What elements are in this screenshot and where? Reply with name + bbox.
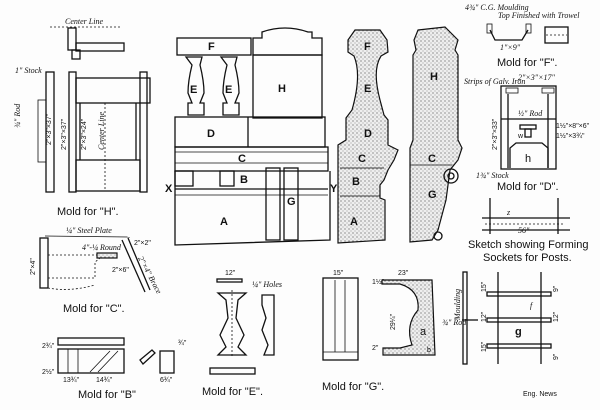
dim-label: 23"	[398, 270, 409, 277]
label-d: D	[207, 128, 215, 140]
rod-label: ¾" Rod	[13, 103, 22, 128]
dim-label: 15"	[481, 341, 488, 352]
dim-label: 56"	[518, 226, 530, 235]
label-h: H	[278, 83, 286, 95]
f-label: f	[530, 301, 534, 310]
label-b: B	[240, 174, 248, 186]
w-label: w	[517, 133, 524, 140]
label-a: A	[220, 216, 228, 228]
dim-label: 14¾"	[96, 377, 113, 384]
mold-h-drawing: Center Line 1" Stock ¾" Rod 2"×3"×37" 2"…	[13, 17, 151, 218]
dim-label: 2"×3"×17"	[518, 73, 556, 82]
moulding-label: 4¾" C.G. Moulding	[465, 3, 529, 12]
dim-label: 9"	[553, 285, 560, 292]
dim-label: 2"×4"	[30, 258, 37, 275]
dim-label: 12"	[225, 270, 236, 277]
holes-label: ¼" Holes	[252, 280, 282, 289]
dim-label: 15"	[481, 281, 488, 292]
mold-b-drawing: 13¾" 14¾" 6¾" 2¾" 2½" ¾" Mold for "B"	[42, 337, 187, 401]
front-elevation: F E E H D C B X Y A G	[165, 27, 338, 246]
section-label-b: B	[352, 176, 360, 188]
dim-label: 2½"	[42, 368, 55, 376]
dim-label: 29¼"	[390, 313, 397, 330]
stock-label: 1¾" Stock	[476, 171, 509, 180]
dim-label: 2¾"	[42, 343, 55, 350]
trowel-label: Top Finished with Trowel	[498, 11, 580, 20]
dim-label: 13¾"	[63, 377, 80, 384]
label-e: E	[225, 84, 232, 96]
mold-d-drawing: Strips of Galv. Iron 2"×3"×17" ½" Rod w …	[464, 73, 590, 193]
caption-mold-b: Mold for "B"	[78, 389, 136, 401]
section-label-c: C	[358, 153, 366, 165]
rod-label: ½" Rod	[518, 109, 543, 118]
label-g: G	[287, 196, 296, 208]
dim-label: 1½"×3¾"	[556, 132, 585, 140]
dim-label: 1½"	[372, 278, 385, 286]
mold-g-drawing: 15" 23" 29¼" 1½" 2" a b Mold for "G".	[322, 270, 436, 393]
mold-e-drawing: 12" ¼" Holes Mold for "E".	[202, 270, 282, 398]
dim-label: 2"	[372, 345, 379, 352]
caption-mold-c: Mold for "C".	[63, 303, 125, 315]
section-label-a: A	[350, 216, 358, 228]
section-label-f: F	[364, 41, 371, 53]
steel-plate-label: ¼" Steel Plate	[66, 226, 112, 235]
caption-sketch-line1: Sketch showing Forming	[468, 239, 588, 251]
dim-label: 2"×2"	[134, 240, 151, 247]
h-label: h	[525, 153, 531, 165]
stock-label: 1" Stock	[15, 66, 42, 75]
post-forms-drawing: Moulding ¾" Rod f g 15" 12" 15" 9" 12" 9…	[442, 271, 560, 365]
mold-f-drawing: 4¾" C.G. Moulding Top Finished with Trow…	[465, 3, 580, 69]
label-x: X	[165, 183, 173, 195]
dim-label: 2"×3"×37"	[61, 118, 68, 150]
moulding-label: Moulding	[453, 289, 462, 321]
dim-label: 6¾"	[160, 377, 173, 384]
dim-label: 9"	[553, 353, 560, 360]
center-line-label: Center Line	[97, 112, 106, 150]
section-balustrade: F E D C B A	[337, 29, 399, 244]
label-y: Y	[330, 183, 338, 195]
caption-mold-h: Mold for "H".	[57, 206, 119, 218]
label-e: E	[190, 84, 197, 96]
round-label: 4"-¼ Round	[82, 243, 122, 252]
label-f: F	[208, 41, 215, 53]
section-post: H C G	[409, 26, 463, 243]
caption-sketch-line2: Sockets for Posts.	[483, 252, 572, 264]
dim-label: 1½"×8"×6"	[556, 122, 590, 130]
caption-mold-d: Mold for "D".	[497, 181, 559, 193]
sockets-sketch: z 56" Sketch showing Forming Sockets for…	[468, 198, 588, 264]
section-label-h: H	[430, 71, 438, 83]
g-label: g	[515, 326, 522, 338]
rod-label: ¾" Rod	[442, 318, 467, 327]
center-line-label: Center Line	[65, 17, 103, 26]
dim-label: 2"×6"	[112, 267, 129, 274]
section-label-d: D	[364, 128, 372, 140]
caption-mold-e: Mold for "E".	[202, 386, 263, 398]
dim-label: 12"	[481, 311, 488, 322]
z-label: z	[506, 208, 511, 217]
dim-label: 2"×3"×24"	[81, 118, 88, 150]
caption-mold-g: Mold for "G".	[322, 381, 384, 393]
dim-label: 1"×9"	[500, 43, 521, 52]
b-label: b	[427, 347, 431, 354]
a-label: a	[420, 326, 427, 338]
credit-eng-news: Eng. News	[523, 391, 557, 398]
section-label-e: E	[364, 83, 371, 95]
mold-c-drawing: ¼" Steel Plate 4"-¼ Round 2"×2" 2"×6" 2"…	[30, 226, 164, 315]
dim-label: ¾"	[178, 340, 187, 347]
section-label-c: C	[428, 153, 436, 165]
section-label-g: G	[428, 189, 437, 201]
dim-label: 2"×3"×33"	[492, 118, 499, 150]
dim-label: 2"×3"×37"	[46, 113, 53, 145]
dim-label: 12"	[553, 311, 560, 322]
dim-label: 15"	[333, 270, 344, 277]
caption-mold-f: Mold for "F".	[497, 57, 557, 69]
label-c: C	[238, 153, 246, 165]
strips-label: Strips of Galv. Iron	[464, 77, 525, 86]
